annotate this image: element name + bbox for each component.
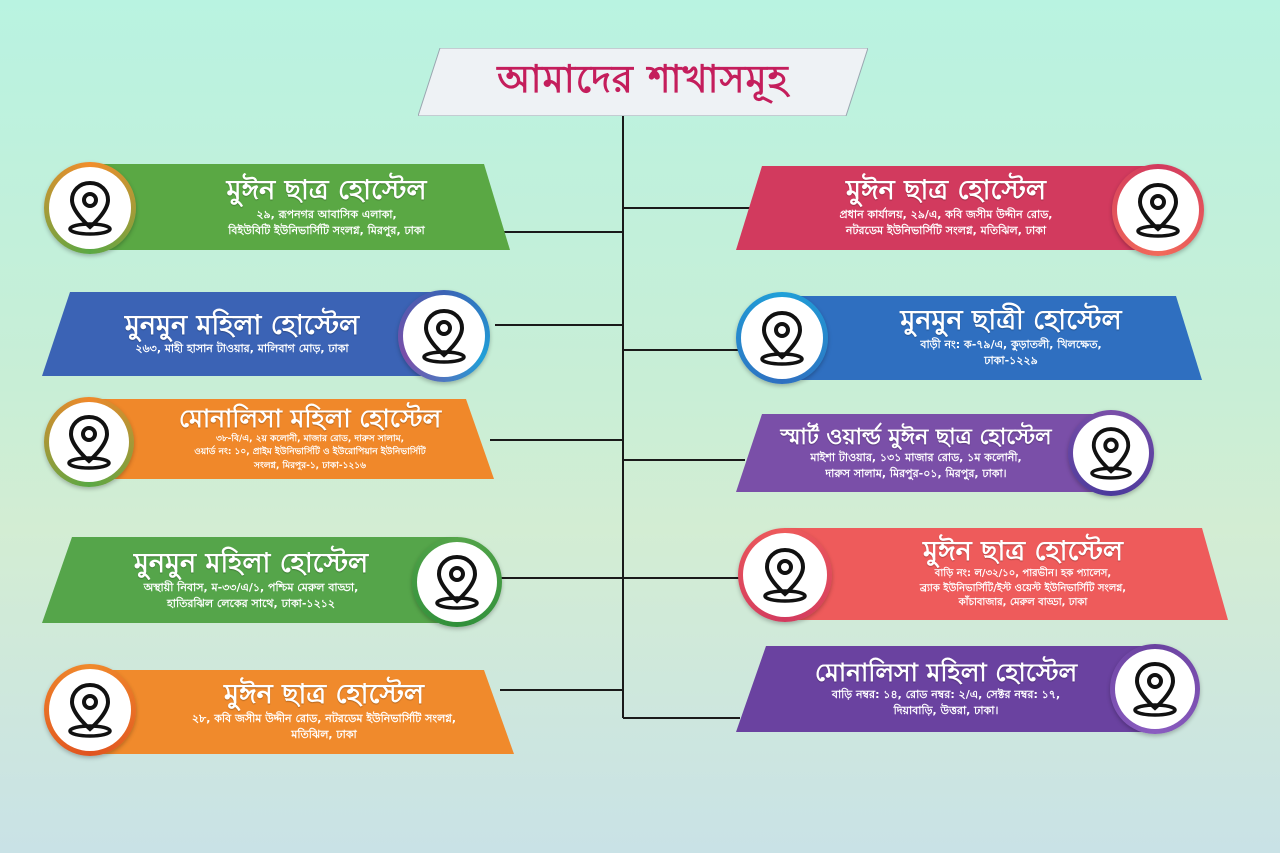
branch-card-5-badge <box>1112 164 1204 256</box>
branch-card-0-address-line-1: ২৯, রূপনগর আবাসিক এলাকা, <box>256 207 397 221</box>
branch-card-4-name: মুঈন ছাত্র হোস্টেল <box>223 679 424 711</box>
branch-card-1-ribbon <box>42 292 448 376</box>
branch-card-9-ribbon <box>736 646 1154 732</box>
branch-card-1-badge <box>398 290 490 382</box>
location-pin-icon <box>1136 182 1180 238</box>
branch-card-3-ribbon <box>42 537 458 623</box>
branch-card-0-ribbon <box>86 164 510 250</box>
branch-card-9-address-line-1: বাড়ি নম্বর: ১৪, রোড নম্বর: ২/এ, সেক্টর … <box>831 687 1061 701</box>
branch-card-7[interactable]: স্মার্ট ওয়ার্ল্ড মুঈন ছাত্র হোস্টেল মাই… <box>736 410 1156 500</box>
branch-card-2-badge <box>44 397 134 487</box>
branch-card-8-address-line-1: বাড়ি নং: ল/৩২/১০, পারভীন। হক প্যালেস, <box>934 568 1112 580</box>
branch-card-5-name: মুঈন ছাত্র হোস্টেল <box>845 175 1046 207</box>
title-banner-shape <box>418 48 868 116</box>
branch-card-3-address-line-1: অস্থায়ী নিবাস, ম-৩৩/এ/১, পশ্চিম মেরুল ব… <box>143 580 359 594</box>
branch-card-5-ribbon <box>736 166 1156 250</box>
branch-card-7-address-line-2: দারুস সালাম, মিরপুর-০১, মিরপুর, ঢাকা। <box>825 467 1007 481</box>
branch-card-6-badge <box>736 292 828 384</box>
branch-card-9-badge <box>1110 644 1200 734</box>
branch-card-2-name: মোনালিসা মহিলা হোস্টেল <box>178 404 442 434</box>
location-pin-icon <box>1090 427 1132 480</box>
branch-card-6-address-line-2: ঢাকা-১২২৯ <box>984 354 1038 368</box>
branch-card-0-name: মুঈন ছাত্র হোস্টেল <box>226 175 427 207</box>
location-pin-icon <box>435 554 479 610</box>
location-pin-icon <box>422 308 466 364</box>
branch-card-8-address-line-3: কাঁচাবাজার, মেরুল বাড্ডা, ঢাকা <box>958 597 1088 609</box>
branch-card-4-address-line-1: ২৮, কবি জসীম উদ্দীন রোড, নটরডেম ইউনিভার্… <box>191 711 457 725</box>
branch-card-3-name: মুনমুন মহিলা হোস্টেল <box>133 548 369 580</box>
branch-card-8-name: মুঈন ছাত্র হোস্টেল <box>922 536 1123 568</box>
branch-card-3-address-line-2: হাতিরঝিল লেকের সাথে, ঢাকা-১২১২ <box>166 597 336 611</box>
location-pin-icon <box>760 310 804 366</box>
branch-card-4[interactable]: মুঈন ছাত্র হোস্টেল ২৮, কবি জসীম উদ্দীন র… <box>44 664 514 756</box>
branch-card-5[interactable]: মুঈন ছাত্র হোস্টেল প্রধান কার্যালয়, ২৯/… <box>736 164 1204 256</box>
branch-card-8-badge <box>738 528 832 622</box>
branch-card-3-badge <box>412 537 502 627</box>
branch-card-2-address-line-2: ওয়ার্ড নং: ১০, প্রাইম ইউনিভার্সিটি ও ইউ… <box>194 447 426 458</box>
title-banner: আমাদের শাখাসমূহ <box>418 48 868 116</box>
branch-card-8-address-line-2: ব্র্যাক ইউনিভার্সিটি/ইস্ট ওয়েস্ট ইউনিভা… <box>919 582 1127 594</box>
branch-card-0-address-line-2: বিইউবিটি ইউনিভার্সিটি সংলগ্ন, মিরপুর, ঢা… <box>228 224 425 238</box>
branch-card-9[interactable]: মোনালিসা মহিলা হোস্টেল বাড়ি নম্বর: ১৪, … <box>736 644 1204 736</box>
branch-card-6-address-line-1: বাড়ী নং: ক-৭৯/এ, কুড়াতলী, খিলক্ষেত, <box>920 337 1102 351</box>
branch-card-0[interactable]: মুঈন ছাত্র হোস্টেল ২৯, রূপনগর আবাসিক এলা… <box>44 162 510 254</box>
branch-card-2[interactable]: মোনালিসা মহিলা হোস্টেল ৩৮-বি/এ, ২য় কলোন… <box>44 397 494 489</box>
branch-card-9-address-line-2: দিয়াবাড়ি, উত্তরা, ঢাকা। <box>893 704 999 717</box>
branch-card-4-ribbon <box>86 670 514 754</box>
location-pin-icon <box>67 414 111 470</box>
branch-card-6-ribbon <box>782 296 1202 380</box>
branch-card-4-badge <box>44 664 136 756</box>
branch-card-3[interactable]: মুনমুন মহিলা হোস্টেল অস্থায়ী নিবাস, ম-৩… <box>42 535 502 627</box>
branch-card-8-ribbon <box>784 528 1228 620</box>
branch-card-1-address-line-1: ২৬৩, মাহী হাসান টাওয়ার, মালিবাগ মোড়, ঢ… <box>135 341 349 355</box>
branch-card-0-badge <box>44 162 136 254</box>
branch-card-1[interactable]: মুনমুন মহিলা হোস্টেল ২৬৩, মাহী হাসান টাও… <box>42 290 494 382</box>
branch-card-5-address-line-1: প্রধান কার্যালয়, ২৯/এ, কবি জসীম উদ্দীন … <box>839 207 1053 221</box>
location-pin-icon <box>68 682 112 738</box>
branch-card-9-name: মোনালিসা মহিলা হোস্টেল <box>814 657 1078 687</box>
location-pin-icon <box>1133 661 1177 717</box>
branch-card-7-address-line-1: মাইশা টাওয়ার, ১৩১ মাজার রোড, ১ম কলোনী, <box>810 450 1022 464</box>
location-pin-icon <box>68 180 112 236</box>
branch-card-7-badge <box>1068 410 1154 496</box>
branch-card-7-ribbon <box>736 414 1114 492</box>
location-pin-icon <box>763 547 807 603</box>
branch-card-5-address-line-2: নটরডেম ইউনিভার্সিটি সংলগ্ন, মতিঝিল, ঢাকা <box>845 224 1047 238</box>
branch-card-4-address-line-2: মতিঝিল, ঢাকা <box>291 728 357 742</box>
branch-card-2-ribbon <box>86 399 494 479</box>
branch-card-6-name: মুনমুন ছাত্রী হোস্টেল <box>900 305 1122 337</box>
branch-card-1-name: মুনমুন মহিলা হোস্টেল <box>124 309 360 341</box>
branch-card-6[interactable]: মুনমুন ছাত্রী হোস্টেল বাড়ী নং: ক-৭৯/এ, … <box>736 292 1204 384</box>
page-title: আমাদের শাখাসমূহ <box>497 56 789 101</box>
branch-card-8[interactable]: মুঈন ছাত্র হোস্টেল বাড়ি নং: ল/৩২/১০, পা… <box>738 526 1228 622</box>
branch-card-2-address-line-3: সংলগ্ন, মিরপুর-১, ঢাকা-১২১৬ <box>254 460 366 471</box>
branch-card-2-address-line-1: ৩৮-বি/এ, ২য় কলোনী, মাজার রোড, দারুস সাল… <box>215 434 405 445</box>
branch-card-7-name: স্মার্ট ওয়ার্ল্ড মুঈন ছাত্র হোস্টেল <box>780 424 1052 451</box>
